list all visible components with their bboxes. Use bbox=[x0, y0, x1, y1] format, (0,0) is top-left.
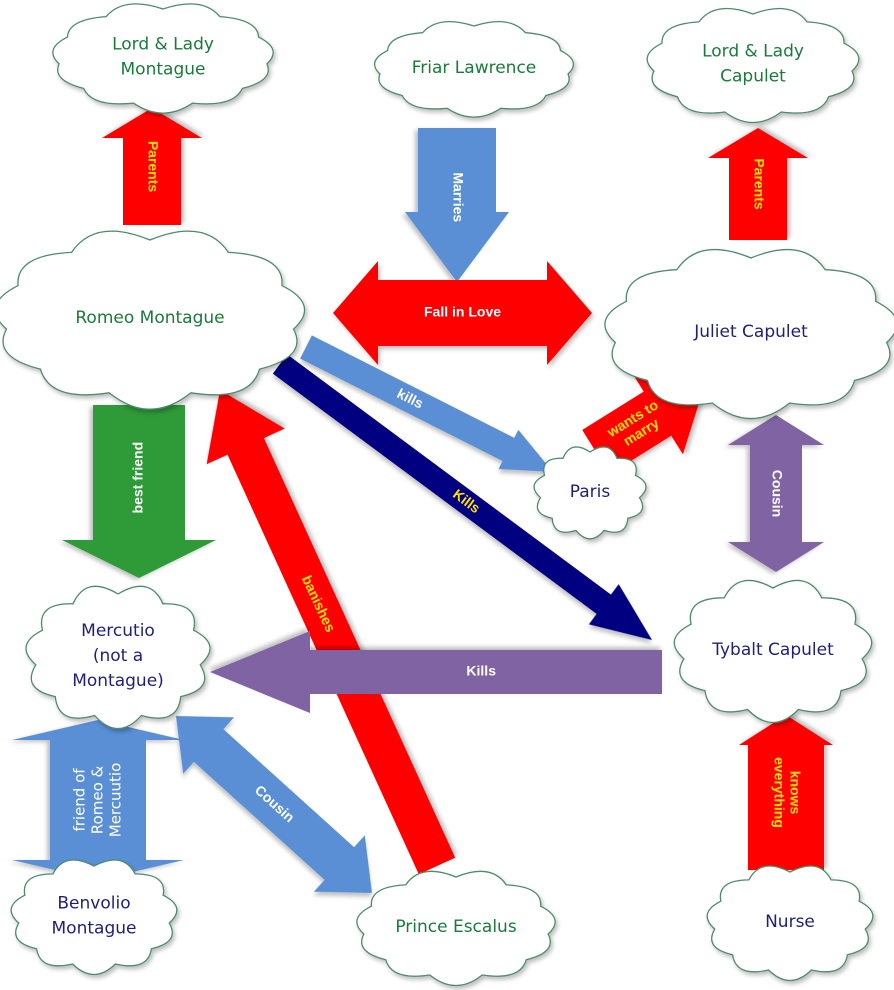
benvolio-friend-arrow-label: Mercuutio bbox=[107, 763, 125, 838]
capulet-parents-cloud-label: Lord & Lady bbox=[702, 42, 804, 62]
fall-in-love-arrow-label: Fall in Love bbox=[424, 304, 501, 320]
prince-cloud-label: Prince Escalus bbox=[395, 917, 517, 937]
benvolio-friend-arrow-label: friend of bbox=[71, 768, 89, 832]
benvolio-cloud-label: Benvolio bbox=[57, 894, 130, 914]
benvolio-friend-arrow-shape bbox=[12, 720, 184, 880]
mercutio-cloud-shape bbox=[25, 585, 211, 730]
romeo-cloud-label: Romeo Montague bbox=[75, 308, 224, 328]
kills-tybalt-arrow-shape bbox=[272, 354, 652, 641]
best-friend-arrow: best friend bbox=[62, 405, 216, 578]
cousin-juliet-tybalt-arrow: Cousin bbox=[728, 415, 824, 572]
mercutio-cloud-label: Mercutio bbox=[81, 621, 155, 641]
marries-arrow-label: Marries bbox=[450, 172, 466, 222]
knows-everything-arrow-label: knows bbox=[787, 771, 803, 815]
benvolio-cloud-label: Montague bbox=[52, 919, 137, 939]
cousin-juliet-tybalt-arrow-label: Cousin bbox=[769, 470, 785, 517]
paris-cloud-shape bbox=[533, 446, 647, 540]
fall-in-love-arrow-shape bbox=[333, 261, 592, 365]
tybalt-cloud-shape bbox=[673, 579, 873, 723]
montague-parents-cloud-label: Lord & Lady bbox=[112, 35, 214, 55]
best-friend-arrow-shape bbox=[62, 405, 216, 578]
friar-lawrence-cloud: Friar Lawrence bbox=[373, 20, 575, 118]
kills-mercutio-arrow-shape bbox=[210, 631, 662, 713]
marries-arrow: Marries bbox=[405, 128, 509, 282]
banishes-arrow: banishes bbox=[206, 390, 456, 875]
mercutio-cloud: Mercutio (not a Montague) bbox=[25, 585, 211, 730]
juliet-cloud-label: Juliet Capulet bbox=[693, 322, 808, 342]
mercutio-cloud-label: (not a bbox=[93, 646, 143, 666]
banishes-arrow-shape bbox=[206, 390, 456, 875]
parents-capulet-arrow-shape bbox=[708, 128, 808, 240]
cousin-juliet-tybalt-arrow-shape bbox=[728, 415, 824, 572]
paris-cloud: Paris bbox=[533, 446, 647, 540]
nurse-cloud: Nurse bbox=[706, 865, 874, 982]
friar-lawrence-cloud-shape bbox=[373, 20, 575, 118]
romeo-cloud-shape bbox=[0, 230, 306, 410]
tybalt-cloud-label: Tybalt Capulet bbox=[711, 640, 834, 660]
nurse-cloud-label: Nurse bbox=[765, 912, 815, 932]
juliet-cloud: Juliet Capulet bbox=[604, 248, 894, 420]
prince-cloud: Prince Escalus bbox=[356, 870, 556, 987]
kills-paris-arrow-shape bbox=[300, 335, 553, 473]
juliet-cloud-shape bbox=[604, 248, 894, 420]
marries-arrow-shape bbox=[405, 128, 509, 282]
romeo-cloud: Romeo Montague bbox=[0, 230, 306, 410]
parents-montague-arrow-label: Parents bbox=[145, 141, 161, 193]
kills-mercutio-arrow-label: Kills bbox=[466, 663, 496, 679]
capulet-parents-cloud-label: Capulet bbox=[720, 67, 786, 87]
friar-lawrence-cloud-label: Friar Lawrence bbox=[412, 58, 537, 78]
prince-cloud-shape bbox=[356, 870, 556, 987]
best-friend-arrow-label: best friend bbox=[130, 442, 146, 514]
tybalt-cloud: Tybalt Capulet bbox=[673, 579, 873, 723]
kills-mercutio-arrow: Kills bbox=[210, 631, 662, 713]
cousin-mercutio-prince-arrow-shape bbox=[176, 716, 372, 893]
montague-parents-cloud-label: Montague bbox=[121, 60, 206, 80]
benvolio-cloud-shape bbox=[10, 859, 178, 976]
paris-cloud-label: Paris bbox=[570, 482, 611, 502]
mercutio-cloud-label: Montague) bbox=[72, 671, 164, 691]
parents-capulet-arrow: Parents bbox=[708, 128, 808, 240]
benvolio-friend-arrow-label: Romeo & bbox=[89, 765, 107, 834]
montague-parents-cloud-shape bbox=[52, 3, 274, 114]
capulet-parents-cloud-shape bbox=[646, 7, 860, 124]
knows-everything-arrow-label: everything bbox=[771, 757, 787, 828]
parents-capulet-arrow-label: Parents bbox=[751, 158, 767, 210]
parents-montague-arrow: Parents bbox=[102, 108, 202, 225]
cousin-mercutio-prince-arrow: Cousin bbox=[176, 716, 372, 893]
nurse-cloud-shape bbox=[706, 865, 874, 982]
parents-montague-arrow-shape bbox=[102, 108, 202, 225]
fall-in-love-arrow: Fall in Love bbox=[333, 261, 592, 365]
knows-everything-arrow-shape bbox=[739, 715, 833, 870]
